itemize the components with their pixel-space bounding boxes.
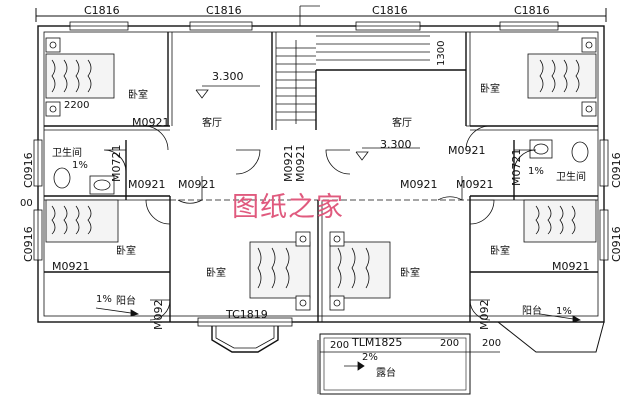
door-label-m0921: M0921 (552, 260, 590, 273)
window-label-c1816: C1816 (206, 4, 242, 17)
labels: C1816 C1816 C1816 C1816 C0916 C0916 C091… (20, 4, 623, 379)
door-label-m092: M092 (478, 300, 491, 331)
door-swings (103, 125, 537, 321)
door-label-m0921: M0921 (448, 144, 486, 157)
door-label-m0921: M0921 (52, 260, 90, 273)
slope-arrow (95, 307, 582, 371)
bathroom-fixtures (53, 139, 589, 195)
window-label-c0916: C0916 (22, 226, 35, 262)
room-label-living: 客厅 (202, 116, 222, 129)
level-marker (195, 85, 420, 161)
elevation-label: 3.300 (380, 138, 412, 151)
slope-label: 1% (72, 160, 88, 171)
window-label-tlm1825: TLM1825 (351, 336, 402, 349)
slope-label: 1% (96, 294, 112, 305)
slope-label: 2% (362, 352, 378, 363)
room-label-bathroom: 卫生间 (556, 170, 586, 183)
room-label-bedroom: 卧室 (206, 266, 226, 279)
slope-label: 1% (556, 306, 572, 317)
window-frames (33, 21, 609, 327)
elevation-label: 3.300 (212, 70, 244, 83)
slope-label: 1% (528, 166, 544, 177)
dimension-label: 200 (330, 340, 349, 351)
door-label-m0921-vertical: M0921 (282, 145, 295, 183)
window-label-c1816: C1816 (372, 4, 408, 17)
watermark: 图纸之家 (232, 192, 344, 223)
dimension-label: 200 (440, 338, 459, 349)
room-label-bedroom: 卧室 (490, 244, 510, 257)
room-label-balcony: 阳台 (116, 294, 136, 307)
room-label-bedroom: 卧室 (116, 244, 136, 257)
nightstand (45, 37, 597, 311)
bed (45, 53, 597, 299)
dimension-label: 1300 (436, 41, 447, 66)
door-label-m0921: M0921 (132, 116, 170, 129)
window-label-tc1819: TC1819 (225, 308, 268, 321)
room-label-bedroom: 卧室 (128, 88, 148, 101)
room-label-balcony: 阳台 (522, 304, 542, 317)
room-label-bedroom: 卧室 (400, 266, 420, 279)
room-label-bathroom: 卫生间 (52, 146, 82, 159)
room-label-bedroom: 卧室 (480, 82, 500, 95)
window-label-c1816: C1816 (84, 4, 120, 17)
room-label-living: 客厅 (392, 116, 412, 129)
dimension-label: 00 (20, 198, 33, 209)
door-label-m092: M092 (152, 300, 165, 331)
staircase (276, 35, 430, 124)
window-label-c1816: C1816 (514, 4, 550, 17)
door-label-m0921-vertical: M0921 (294, 145, 307, 183)
dimension-label: 2200 (64, 100, 89, 111)
door-label-m0721: M0721 (110, 145, 123, 183)
door-label-m0921: M0921 (128, 178, 166, 191)
window-label-c0916: C0916 (610, 152, 623, 188)
window-label-c0916: C0916 (610, 226, 623, 262)
door-label-m0921: M0921 (400, 178, 438, 191)
door-label-m0921: M0921 (178, 178, 216, 191)
window-label-c0916: C0916 (22, 152, 35, 188)
room-label-terrace: 露台 (376, 366, 396, 379)
door-label-m0721: M0721 (510, 149, 523, 187)
dimension-label: 200 (482, 338, 501, 349)
door-label-m0921: M0921 (456, 178, 494, 191)
